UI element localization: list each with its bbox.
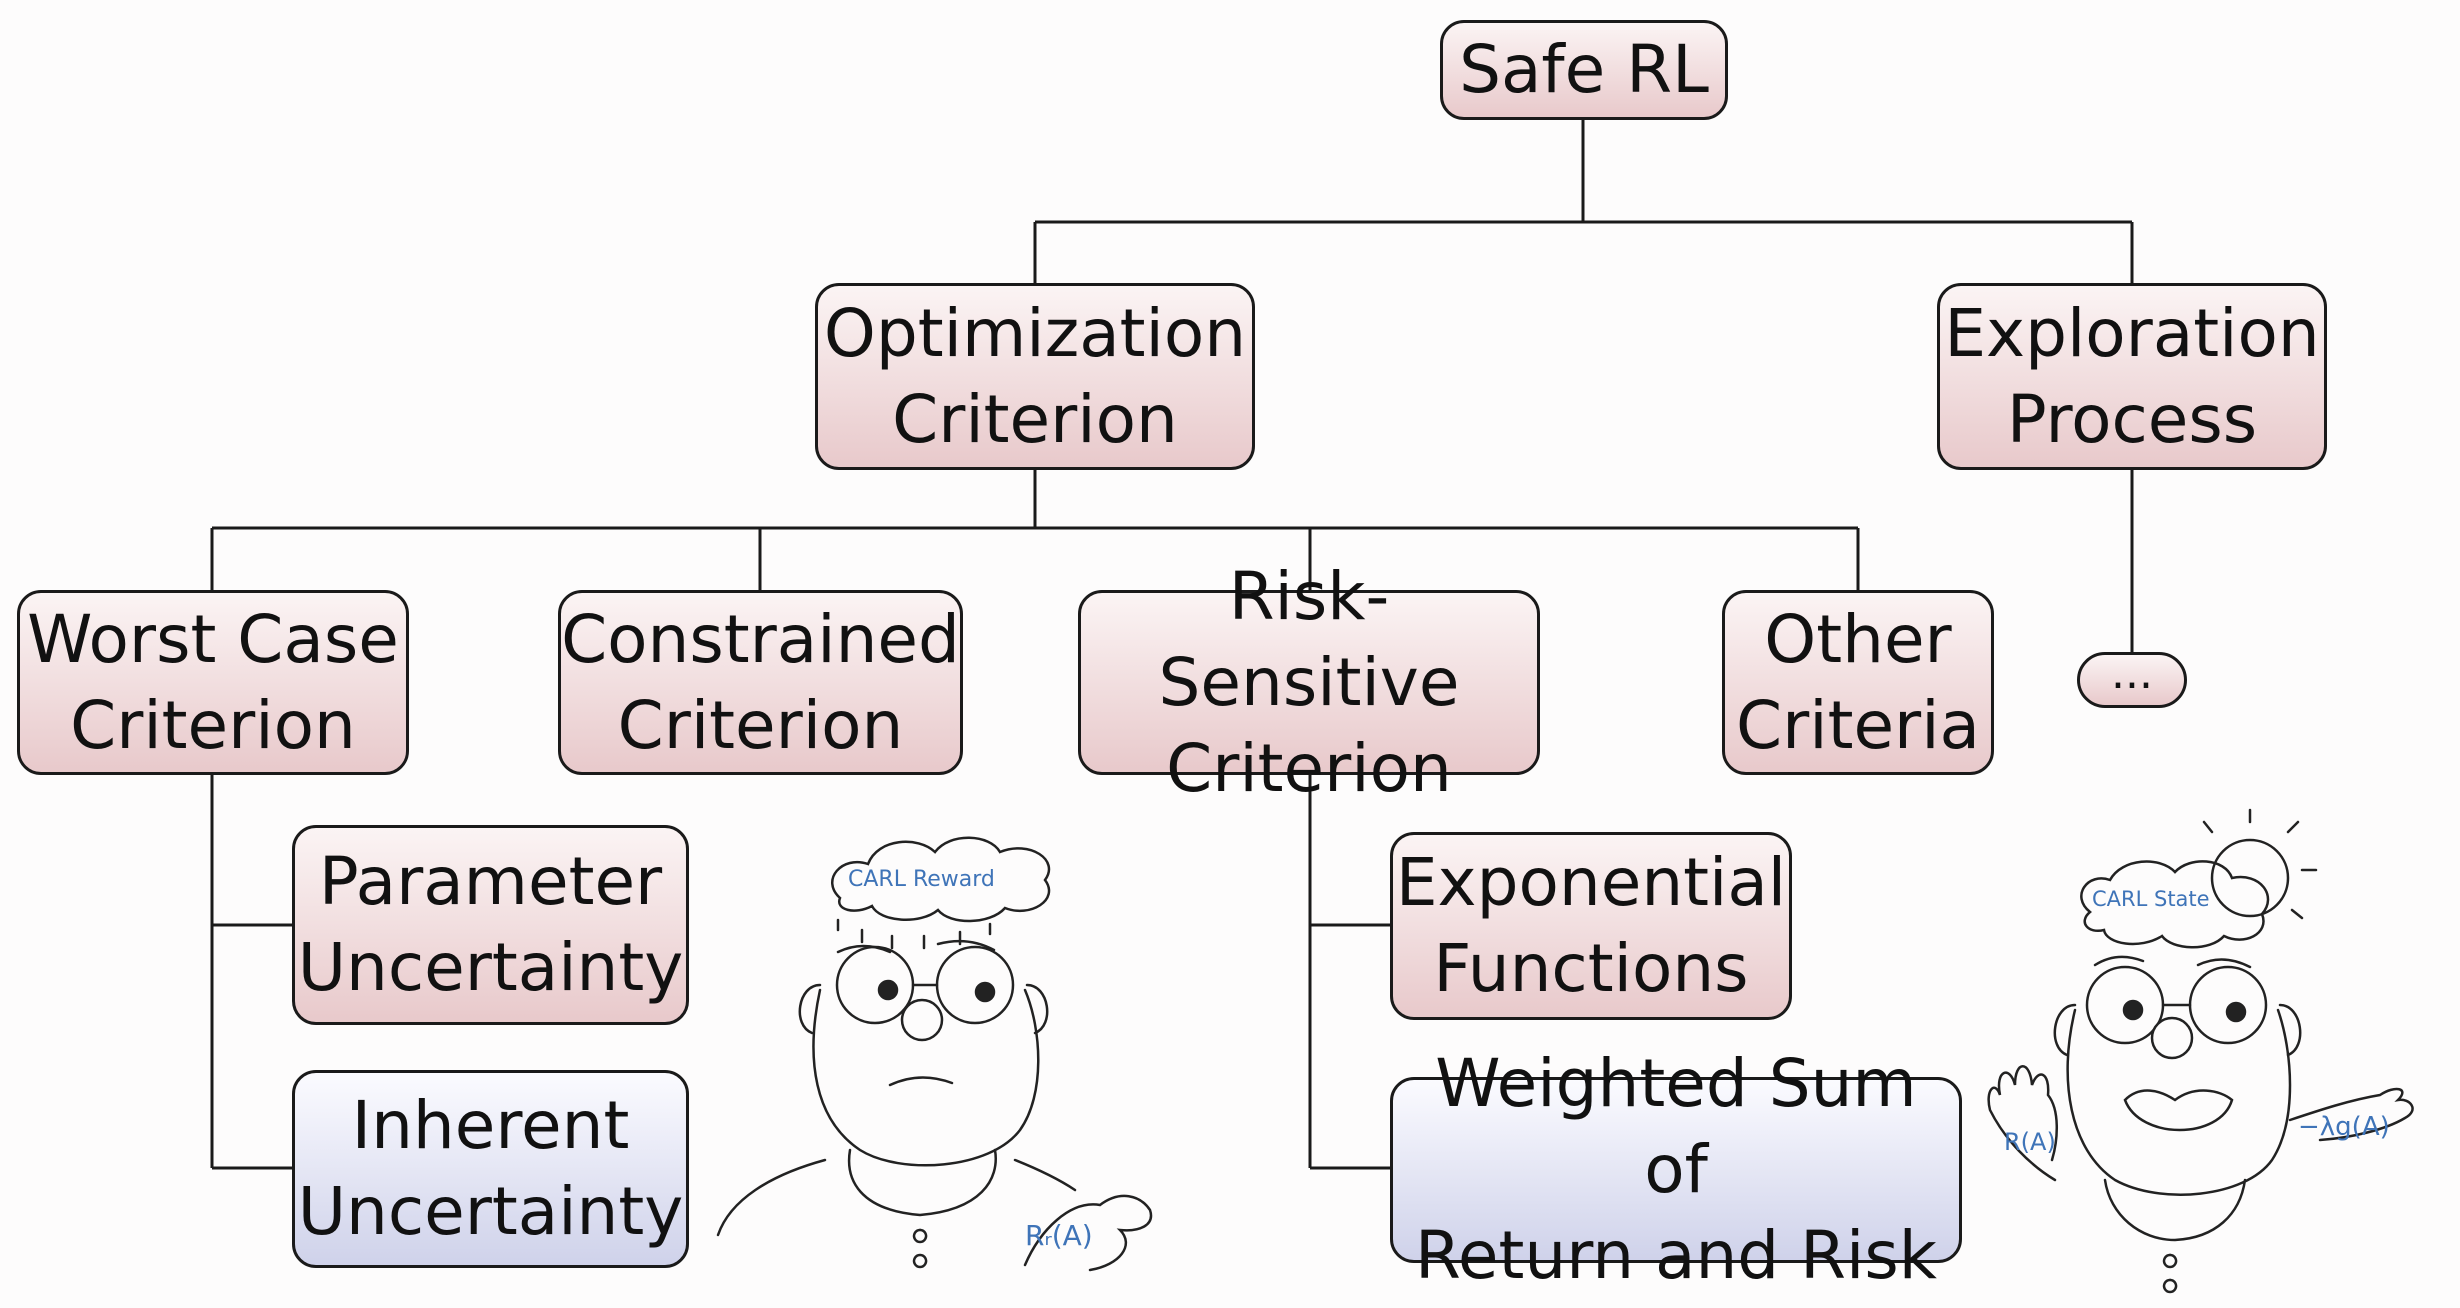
- node-inherent-uncertainty: Inherent Uncertainty: [292, 1070, 689, 1268]
- worried-professor-cartoon: [716, 836, 1153, 1272]
- eyebrow-left: [836, 944, 892, 954]
- node-exponential-functions: Exponential Functions: [1390, 832, 1792, 1020]
- raised-hand-left: [1023, 1194, 1153, 1272]
- head-outline-right: [2066, 1008, 2292, 1196]
- pupil-right: [974, 981, 996, 1003]
- edge-root-to-children: [1033, 120, 2134, 283]
- raised-hand-right-right: [2288, 1087, 2414, 1142]
- glasses-right-right: [2188, 965, 2268, 1045]
- node-other-criteria: Other Criteria: [1722, 590, 1994, 775]
- sweat-drops: [836, 918, 992, 950]
- node-exploration-process: Exploration Process: [1937, 283, 2327, 470]
- ear-right-right: [2278, 1003, 2302, 1057]
- pupil-right-right: [2225, 1001, 2247, 1023]
- thought-cloud-left: [831, 836, 1051, 923]
- happy-professor-cartoon: [1987, 808, 2414, 1294]
- buttons-right: [2162, 1253, 2178, 1294]
- sun-rays: [2202, 808, 2318, 920]
- node-risk-sensitive-criterion: Risk-Sensitive Criterion: [1078, 558, 1540, 807]
- node-constrained-criterion: Constrained Criterion: [558, 590, 963, 775]
- collar-right: [2103, 1178, 2247, 1242]
- eyebrow-right: [936, 939, 996, 952]
- hand-label-left: Rᵣ(A): [1025, 1219, 1093, 1252]
- mouth-smile: [2123, 1089, 2234, 1132]
- collar: [847, 1148, 997, 1217]
- glasses-right: [935, 945, 1015, 1025]
- edge-optimization-to-criteria: [210, 470, 1860, 590]
- node-safe-rl: Safe RL: [1440, 20, 1728, 120]
- head-outline: [812, 988, 1040, 1167]
- edge-worst-case-to-subitems: [210, 775, 292, 1170]
- sun: [2210, 838, 2290, 918]
- thought-text-left: CARL Reward: [848, 867, 995, 892]
- ear-left-right: [2053, 1003, 2077, 1057]
- glasses-left: [835, 945, 915, 1025]
- eyebrows-right: [2093, 955, 2252, 969]
- nose: [900, 998, 944, 1042]
- pupil-left: [877, 979, 899, 1001]
- node-worst-case-criterion: Worst Case Criterion: [17, 590, 409, 775]
- nose-right: [2150, 1016, 2194, 1060]
- ear-right: [1025, 983, 1049, 1035]
- edge-risk-sensitive-to-subitems: [1308, 775, 1390, 1170]
- node-weighted-sum-return-risk: Weighted Sum of Return and Risk: [1390, 1045, 1962, 1294]
- shirt-right: [1013, 1158, 1077, 1192]
- raised-hand-left-right: [1987, 1065, 2059, 1182]
- connector-lines: [210, 120, 2134, 1170]
- buttons: [912, 1228, 928, 1269]
- ear-left: [798, 983, 822, 1035]
- hand-label-right-right: −λg(A): [2298, 1112, 2390, 1142]
- hand-label-left-right: R(A): [2004, 1128, 2056, 1156]
- node-optimization-criterion: Optimization Criterion: [815, 283, 1255, 470]
- shirt-left: [716, 1158, 827, 1237]
- pupil-left-right: [2122, 999, 2144, 1021]
- node-parameter-uncertainty: Parameter Uncertainty: [292, 825, 689, 1025]
- thought-text-right: CARL State: [2092, 887, 2210, 911]
- thought-cloud-right: [2080, 860, 2270, 949]
- node-exploration-ellipsis: ...: [2077, 652, 2187, 708]
- mouth-worried: [888, 1076, 954, 1087]
